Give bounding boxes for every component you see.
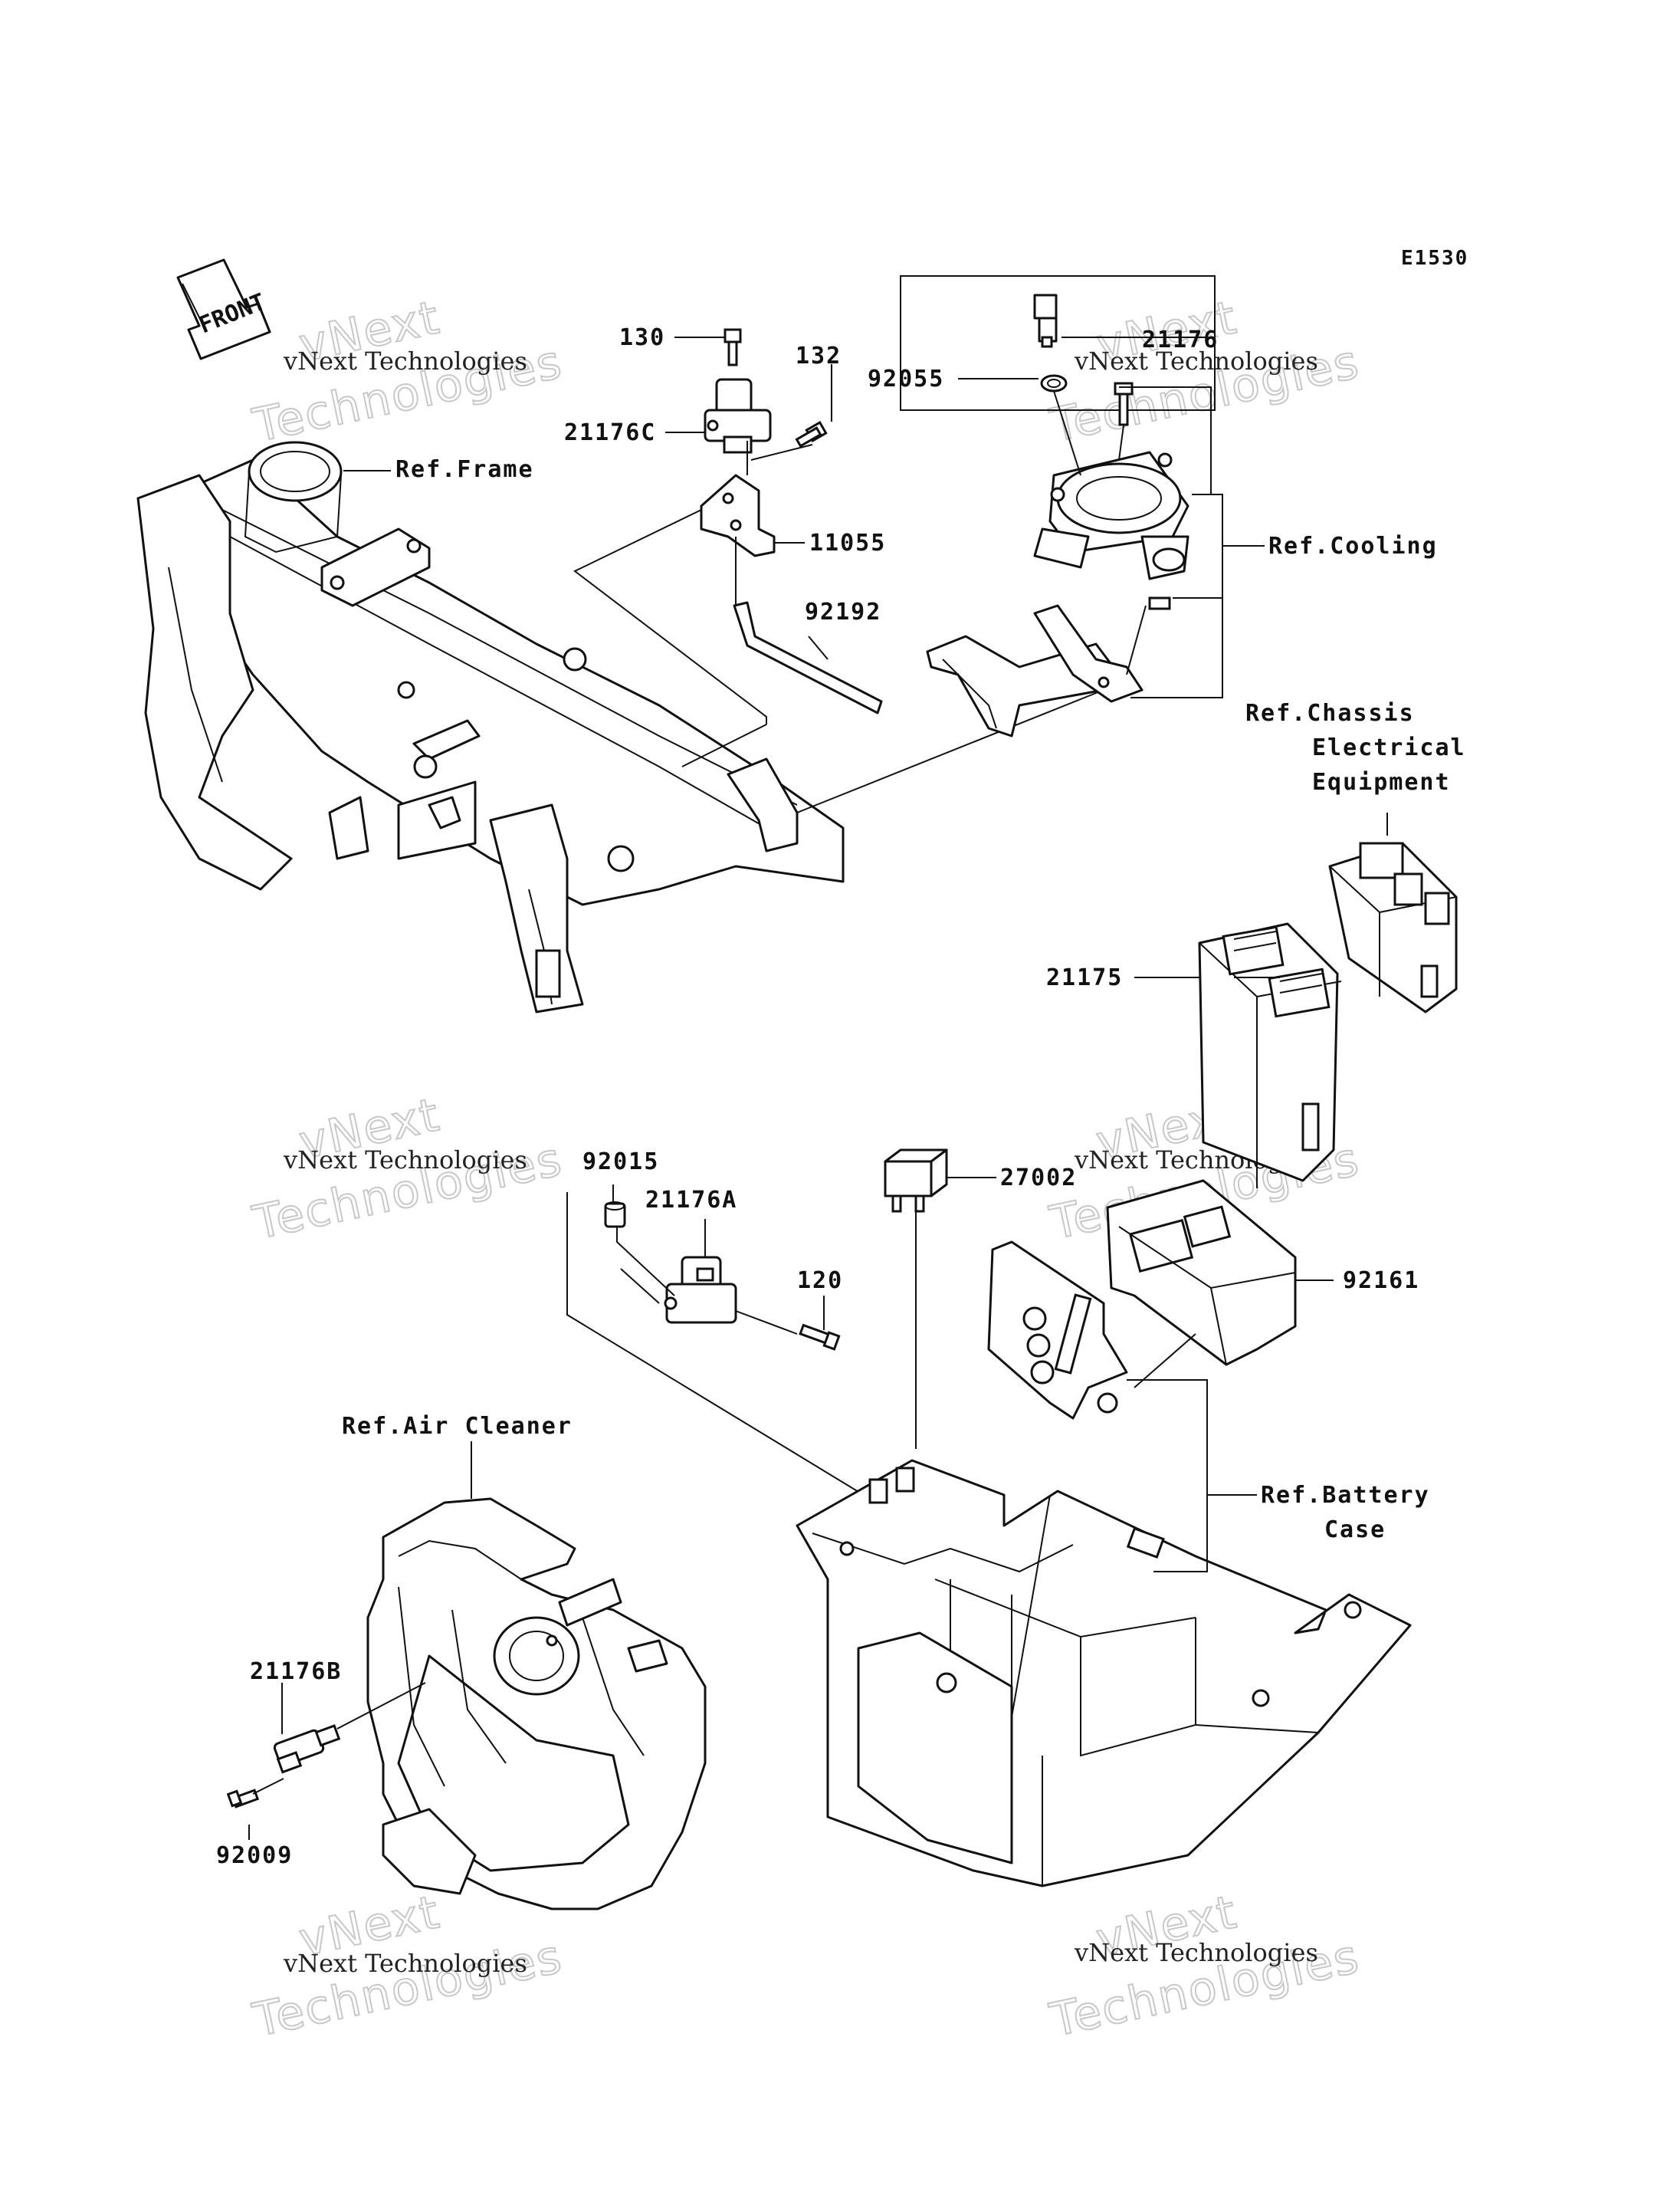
ref-frame: Ref.Frame: [395, 456, 534, 483]
watermark-caption: vNext Technologies: [283, 347, 527, 376]
bolt-120: [799, 1323, 841, 1351]
bolt-130: [724, 328, 742, 366]
inset-box-21176: [900, 275, 1216, 411]
ref-air-cleaner: Ref.Air Cleaner: [342, 1413, 573, 1440]
front-arrow-icon: FRONT: [176, 258, 271, 360]
sensor-21176a: [664, 1256, 737, 1324]
label-92192: 92192: [805, 599, 881, 626]
label-130: 130: [619, 324, 665, 351]
ref-chassis-line1: Ref.Chassis: [1245, 700, 1415, 727]
battery-bracket: [987, 1240, 1128, 1420]
watermark-caption: vNext Technologies: [1074, 347, 1318, 376]
sensor-21176: [1033, 294, 1058, 348]
ref-chassis-line2: Electrical: [1312, 734, 1466, 761]
label-11055: 11055: [809, 530, 886, 557]
label-21176a: 21176A: [645, 1187, 737, 1214]
label-92055: 92055: [868, 366, 944, 393]
watermark-caption: vNext Technologies: [283, 1145, 527, 1174]
watermark-caption: vNext Technologies: [1074, 1938, 1318, 1967]
relay-27002: [884, 1148, 948, 1213]
sensor-21176c: [704, 378, 772, 454]
label-92015: 92015: [582, 1148, 659, 1175]
ecu-holder-92161: [1106, 1179, 1297, 1366]
watermark-caption: vNext Technologies: [283, 1949, 527, 1978]
bracket-11055: [700, 474, 776, 557]
washer-92055: [1040, 374, 1068, 393]
ecu-21175: [1198, 922, 1342, 1188]
bolt-132: [795, 421, 828, 448]
label-120: 120: [797, 1267, 843, 1294]
bolt-92009: [226, 1789, 260, 1808]
ref-battery-line2: Case: [1324, 1516, 1386, 1543]
bracket-cooling: [926, 604, 1144, 737]
collar-92015: [604, 1201, 626, 1228]
label-92009: 92009: [216, 1842, 293, 1869]
label-21175: 21175: [1046, 964, 1123, 991]
thermostat-housing: [1033, 451, 1189, 580]
battery-case: [796, 1459, 1412, 1887]
label-92161: 92161: [1343, 1267, 1419, 1294]
ref-battery-line1: Ref.Battery: [1261, 1482, 1430, 1509]
bolt-cooling-top: [1114, 382, 1134, 426]
label-21176: 21176: [1142, 327, 1219, 353]
bolt-cooling-side: [1148, 596, 1171, 610]
watermark-text: Technologies: [248, 1930, 567, 2048]
label-21176c: 21176C: [564, 419, 656, 446]
label-132: 132: [796, 343, 842, 370]
ref-chassis-line3: Equipment: [1312, 769, 1451, 796]
diagram-code: E1530: [1401, 247, 1468, 270]
sensor-21176b: [273, 1724, 341, 1774]
frame-drawing: [136, 441, 845, 1013]
hose-92192: [733, 601, 883, 715]
label-27002: 27002: [1000, 1165, 1077, 1191]
label-21176b: 21176B: [250, 1658, 342, 1685]
air-cleaner: [366, 1497, 707, 1910]
chassis-module: [1328, 842, 1458, 1013]
ref-cooling: Ref.Cooling: [1268, 533, 1438, 560]
